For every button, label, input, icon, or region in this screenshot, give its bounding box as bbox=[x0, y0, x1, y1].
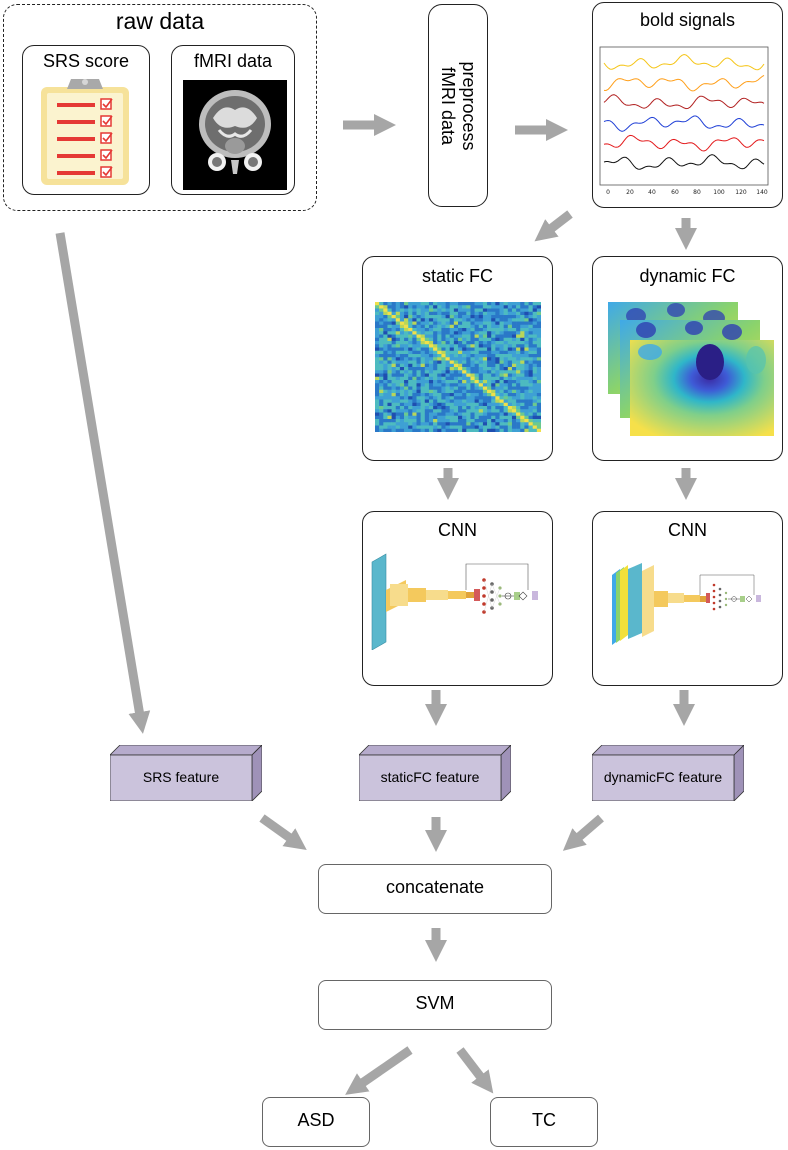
static-fc-title: static FC bbox=[421, 266, 493, 286]
bold-tick: 100 bbox=[713, 189, 725, 195]
brain-scan-image bbox=[183, 80, 287, 190]
static-fc-cells bbox=[375, 302, 541, 432]
dynamicfc-feature-block bbox=[592, 745, 744, 801]
bold-tick: 120 bbox=[735, 189, 747, 195]
dynamicfc-feature-label: dynamicFC feature bbox=[603, 769, 723, 785]
staticfc-feature-label: staticFC feature bbox=[380, 769, 480, 785]
bold-tick: 60 bbox=[671, 189, 679, 195]
clipboard-icon bbox=[41, 79, 129, 185]
srs-feature-block bbox=[110, 745, 262, 801]
srs-score-label: SRS score bbox=[42, 51, 130, 71]
svm-box bbox=[318, 980, 552, 1030]
concatenate-label: concatenate bbox=[385, 877, 485, 897]
bold-tick: 20 bbox=[626, 189, 634, 195]
cnn-dynamic-architecture bbox=[612, 563, 761, 645]
arrow-dynamic-to-concat bbox=[562, 814, 604, 851]
bold-chart-frame bbox=[599, 46, 769, 186]
bold-signal-trace bbox=[603, 94, 765, 110]
bold-signals-box bbox=[592, 2, 783, 208]
srs-feature-label: SRS feature bbox=[142, 769, 220, 785]
fmri-data-label: fMRI data bbox=[193, 51, 273, 71]
cnn-static-title: CNN bbox=[438, 520, 477, 540]
svm-label: SVM bbox=[415, 993, 455, 1013]
tc-box bbox=[490, 1097, 598, 1147]
arrow-svm-to-tc bbox=[456, 1047, 494, 1094]
bold-signal-trace bbox=[603, 115, 765, 132]
bold-tick: 80 bbox=[693, 189, 701, 195]
cnn-dynamic-title: CNN bbox=[668, 520, 707, 540]
bold-signals-title: bold signals bbox=[639, 10, 736, 30]
preprocess-label: preprocess fMRI data bbox=[438, 61, 479, 151]
preprocess-box bbox=[428, 4, 488, 207]
arrow-raw-to-srs-feature bbox=[55, 232, 151, 734]
bold-signals-chart: 0 20 40 60 80 100 120 140 bbox=[599, 46, 769, 195]
static-fc-heatmap bbox=[375, 302, 541, 432]
asd-label: ASD bbox=[297, 1110, 335, 1130]
dynamic-fc-stack bbox=[608, 302, 774, 436]
arrow-bold-to-static bbox=[534, 210, 573, 242]
concatenate-box bbox=[318, 864, 552, 914]
staticfc-feature-block bbox=[359, 745, 511, 801]
asd-box bbox=[262, 1097, 370, 1147]
arrow-srs-to-concat bbox=[259, 814, 307, 850]
dynamic-fc-title: dynamic FC bbox=[639, 266, 736, 286]
bold-signal-trace bbox=[603, 154, 765, 170]
bold-tick: 0 bbox=[606, 189, 610, 195]
arrow-svm-to-asd-real bbox=[345, 1046, 413, 1095]
bold-signal-trace bbox=[603, 134, 765, 152]
raw-data-title: raw data bbox=[115, 8, 205, 34]
bold-signal-trace bbox=[603, 53, 765, 71]
cnn-static-architecture bbox=[371, 553, 538, 650]
tc-label: TC bbox=[532, 1110, 556, 1130]
bold-tick: 40 bbox=[648, 189, 656, 195]
bold-tick: 140 bbox=[756, 189, 768, 195]
bold-signal-trace bbox=[603, 74, 765, 92]
